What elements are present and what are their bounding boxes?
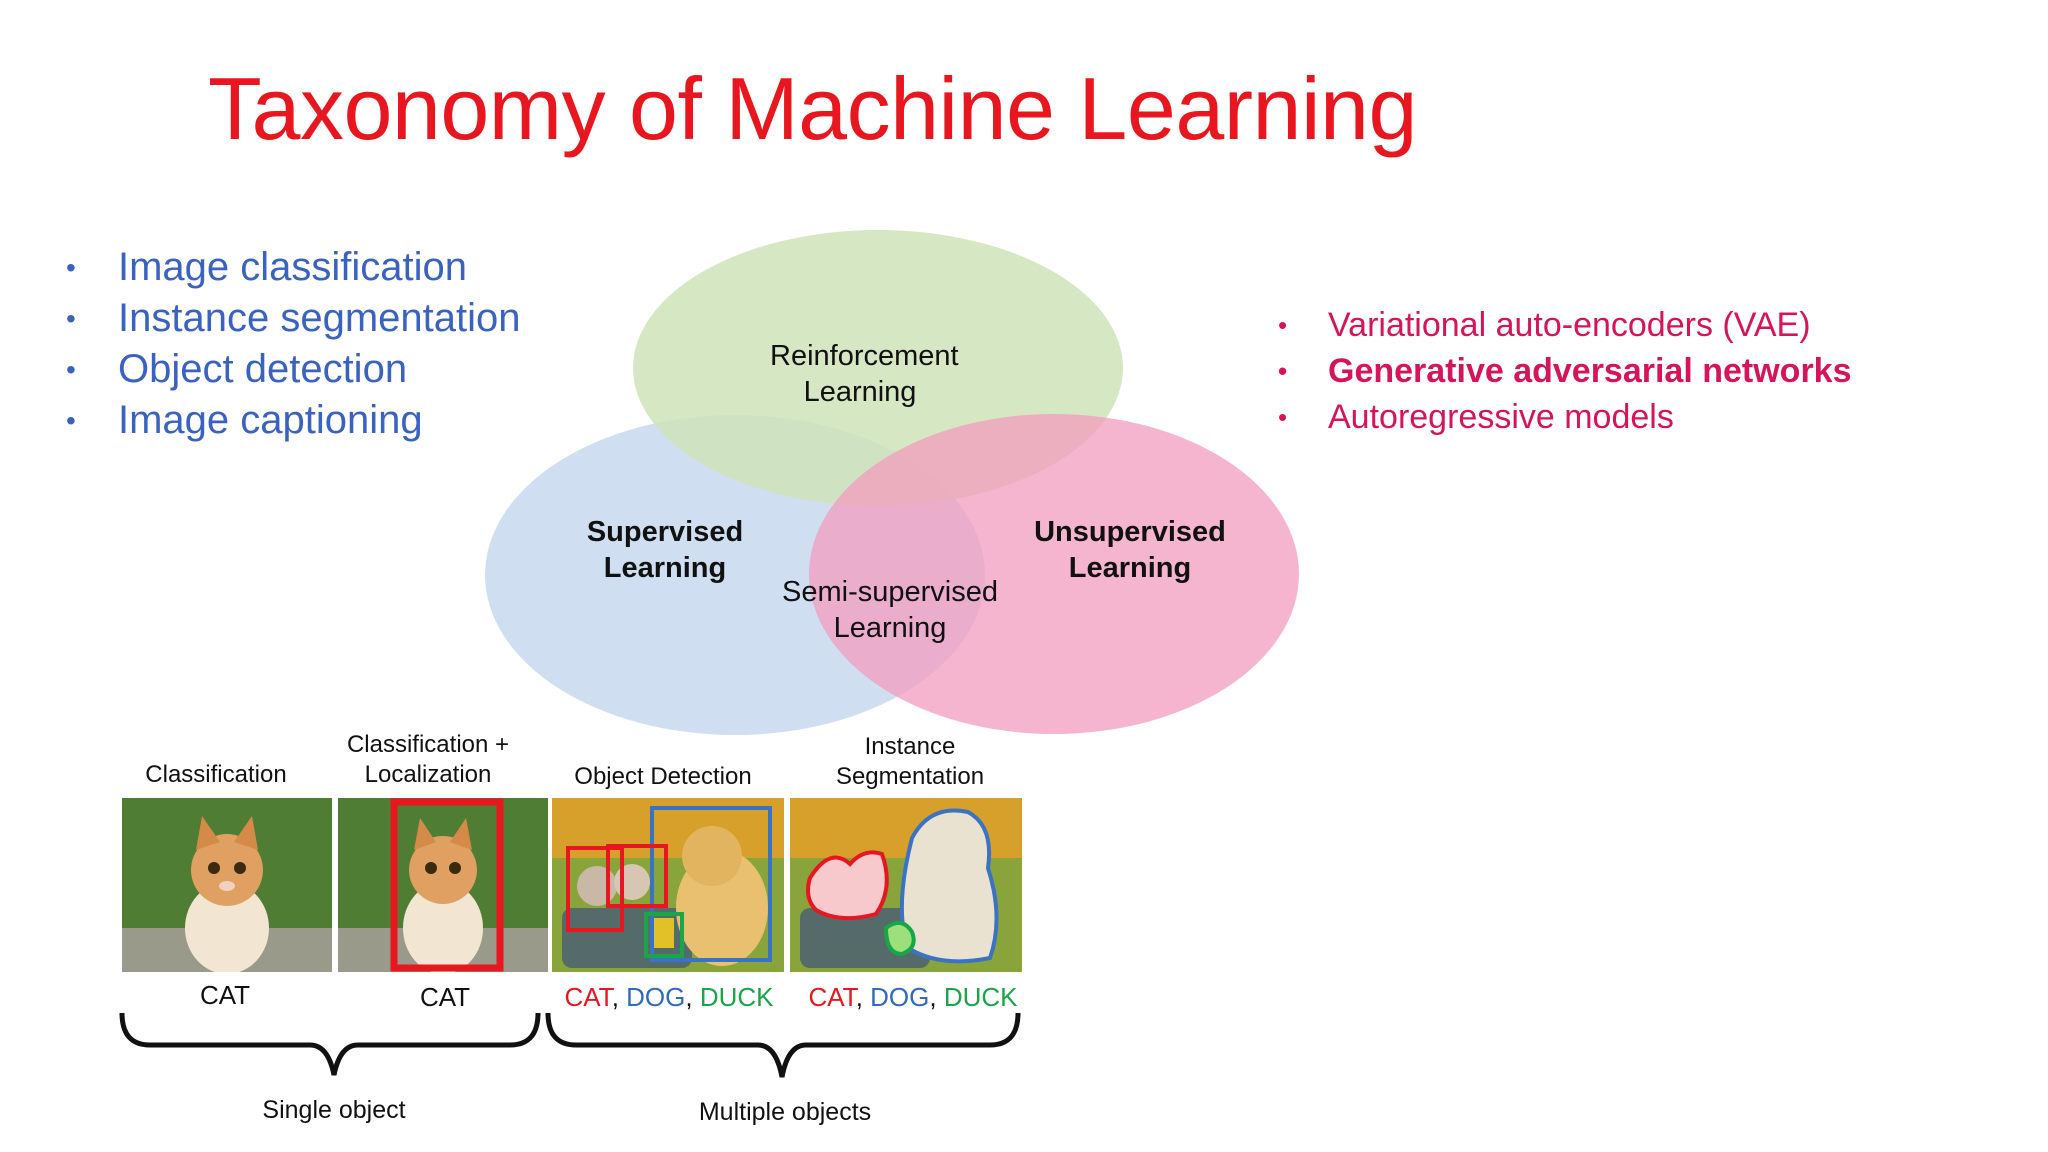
left-bullet-list: • Image classification • Instance segmenta… [66, 242, 536, 446]
bullet-item: • Image captioning [66, 395, 536, 446]
bullet-text: Object detection [118, 347, 408, 391]
bullet-item: • Instance segmentation [66, 293, 536, 344]
group-single-object: Single object [262, 1096, 406, 1124]
header-object-detection: Object Detection [574, 763, 752, 790]
caption-segmentation: CAT, DOG, DUCK [808, 982, 1018, 1012]
group-braces [119, 1012, 1021, 1078]
bullet-text: Image classification [118, 245, 468, 289]
bullet-icon: • [66, 303, 76, 334]
label-dog: DOG [870, 982, 930, 1012]
cat-photo-icon [122, 798, 332, 972]
bullet-text: Instance segmentation [118, 296, 521, 340]
bullet-item: • Autoregressive models [1278, 394, 1978, 440]
single-object-brace [119, 1012, 541, 1076]
bullet-icon: • [66, 405, 76, 436]
detection-photo-icon [552, 798, 784, 972]
caption-classification: CAT [199, 980, 251, 1010]
bullet-text: Generative adversarial networks [1328, 352, 1852, 390]
cv-tasks-figure: Classification Classification + Localiza… [110, 720, 1040, 1140]
label-duck: DUCK [699, 982, 774, 1012]
bullet-icon: • [1278, 310, 1288, 340]
bullet-icon: • [66, 252, 76, 283]
label-cat: CAT [808, 982, 856, 1012]
label-dog: DOG [626, 982, 686, 1012]
venn-diagram: Reinforcement Learning Supervised Learni… [470, 220, 1340, 740]
header-classification-localization: Classification + Localization [346, 731, 510, 788]
right-bullet-list: • Variational auto-encoders (VAE) • Genera… [1278, 302, 1978, 440]
group-multiple-objects: Multiple objects [698, 1098, 872, 1126]
bullet-text: Image captioning [118, 398, 423, 442]
segmentation-image [790, 798, 1022, 972]
label-duck: DUCK [943, 982, 1018, 1012]
bullet-text: Variational auto-encoders (VAE) [1328, 306, 1811, 344]
unsupervised-ellipse [809, 414, 1299, 734]
bullet-item: • Variational auto-encoders (VAE) [1278, 302, 1978, 348]
detection-image [552, 798, 784, 972]
bullet-icon: • [66, 354, 76, 385]
header-classification: Classification [145, 761, 287, 788]
segmentation-photo-icon [790, 798, 1022, 972]
bullet-text: Autoregressive models [1328, 398, 1674, 436]
venn-shapes [485, 230, 1299, 735]
header-instance-segmentation: Instance Segmentation [835, 733, 985, 790]
bullet-item: • Object detection [66, 344, 536, 395]
caption-localization: CAT [419, 982, 471, 1012]
bullet-item: • Image classification [66, 242, 536, 293]
reinforcement-label: Reinforcement Learning [770, 340, 959, 408]
slide-title: Taxonomy of Machine Learning [208, 59, 1417, 158]
cat-image-localization [338, 798, 548, 972]
bullet-item: • Generative adversarial networks [1278, 348, 1978, 394]
supervised-label: Supervised Learning [586, 516, 744, 584]
semi-supervised-label: Semi-supervised Learning [782, 576, 998, 644]
multiple-objects-brace [545, 1012, 1021, 1078]
cat-localized-photo-icon [338, 798, 548, 972]
caption-detection: CAT, DOG, DUCK [564, 982, 774, 1012]
cat-image-classification [122, 798, 332, 972]
unsupervised-label: Unsupervised Learning [1034, 516, 1226, 584]
label-cat: CAT [564, 982, 612, 1012]
bullet-icon: • [1278, 402, 1288, 432]
bullet-icon: • [1278, 356, 1288, 386]
